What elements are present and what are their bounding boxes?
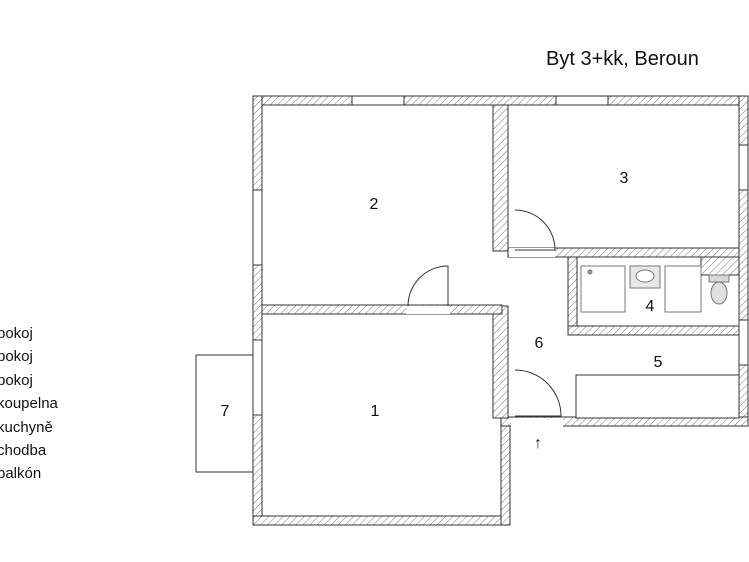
plan-title: Byt 3+kk, Beroun — [546, 48, 699, 70]
kitchen-counter — [575, 374, 740, 419]
legend-item-2: pokoj — [0, 348, 33, 366]
room-number-6: 6 — [535, 335, 544, 352]
room-number-1: 1 — [371, 403, 380, 420]
room-number-7: 7 — [221, 403, 230, 420]
balcony-outline — [195, 354, 254, 473]
legend-item-7: balkón — [0, 465, 42, 483]
room-number-5: 5 — [654, 354, 663, 371]
room-number-3: 3 — [620, 170, 629, 187]
entrance-arrow-icon: ↑ — [534, 435, 542, 452]
room-number-4: 4 — [646, 298, 655, 315]
legend-item-4: koupelna — [0, 395, 58, 413]
bathroom-fixtures — [580, 265, 730, 313]
interior-walls — [261, 104, 740, 419]
legend-item-3: pokoj — [0, 371, 33, 389]
door-swings — [407, 209, 562, 417]
room-legend: pokoj pokoj pokoj koupelna kuchyně chodb… — [0, 322, 58, 486]
room-number-2: 2 — [370, 196, 379, 213]
door-openings — [406, 248, 563, 427]
legend-item-5: kuchyně — [0, 418, 53, 436]
legend-item-1: pokoj — [0, 325, 33, 342]
legend-item-6: chodba — [0, 442, 47, 460]
